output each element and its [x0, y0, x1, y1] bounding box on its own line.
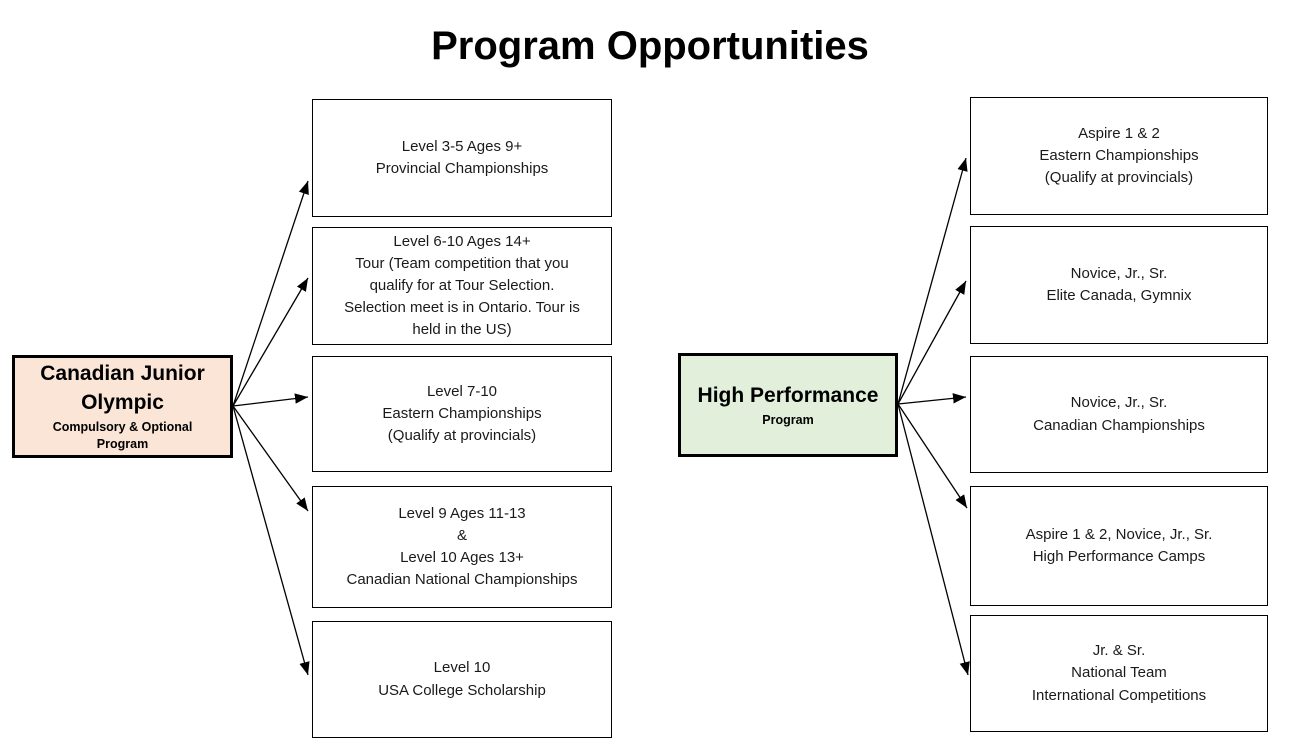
node-high-performance: High Performance Program [678, 353, 898, 457]
cjo-program-subtitle: Compulsory & Optional Program [52, 420, 193, 451]
arrow-cjo-item1 [232, 180, 309, 407]
hp-opportunity-canadian-championships: Novice, Jr., Sr. Canadian Championships [970, 356, 1268, 473]
hp-opportunity-elite-canada-gymnix: Novice, Jr., Sr. Elite Canada, Gymnix [970, 226, 1268, 344]
hp-program-name: High Performance [697, 383, 879, 407]
hp-program-subtitle: Program [762, 412, 814, 427]
hp-opportunity-eastern-championships: Aspire 1 & 2 Eastern Championships (Qual… [970, 97, 1268, 215]
arrow-cjo-item3 [232, 393, 309, 407]
arrow-cjo-item5 [232, 405, 310, 676]
hp-opportunity-high-performance-camps: Aspire 1 & 2, Novice, Jr., Sr. High Perf… [970, 486, 1268, 606]
cjo-opportunity-tour: Level 6-10 Ages 14+ Tour (Team competiti… [312, 227, 612, 345]
arrow-hp-item2 [897, 280, 967, 405]
arrow-hp-item4 [897, 403, 968, 509]
arrow-cjo-item2 [232, 277, 309, 407]
opportunity-text: Level 7-10 Eastern Championships (Qualif… [382, 382, 542, 445]
opportunity-text: Level 9 Ages 11-13 & Level 10 Ages 13+ C… [346, 504, 578, 589]
arrow-cjo-item4 [232, 405, 309, 512]
opportunity-text: Level 3-5 Ages 9+ Provincial Championshi… [375, 137, 549, 177]
opportunity-text: Aspire 1 & 2, Novice, Jr., Sr. High Perf… [1025, 525, 1213, 565]
opportunity-text: Jr. & Sr. National Team International Co… [1031, 642, 1207, 704]
arrow-hp-item3 [897, 393, 967, 405]
opportunity-text: Aspire 1 & 2 Eastern Championships (Qual… [1039, 124, 1199, 187]
cjo-opportunity-eastern-championships: Level 7-10 Eastern Championships (Qualif… [312, 356, 612, 472]
opportunity-text: Novice, Jr., Sr. Elite Canada, Gymnix [1046, 264, 1192, 304]
opportunity-text: Level 10 USA College Scholarship [378, 659, 546, 699]
hp-opportunity-national-team: Jr. & Sr. National Team International Co… [970, 615, 1268, 732]
opportunity-text: Level 6-10 Ages 14+ Tour (Team competiti… [344, 232, 580, 339]
cjo-opportunity-provincial-championships: Level 3-5 Ages 9+ Provincial Championshi… [312, 99, 612, 217]
cjo-opportunity-national-championships: Level 9 Ages 11-13 & Level 10 Ages 13+ C… [312, 486, 612, 608]
cjo-program-name: Canadian Junior Olympic [40, 362, 205, 415]
opportunity-text: Novice, Jr., Sr. Canadian Championships [1033, 394, 1205, 434]
arrow-hp-item1 [897, 157, 968, 405]
node-canadian-junior-olympic: Canadian Junior Olympic Compulsory & Opt… [12, 355, 233, 458]
page-title: Program Opportunities [431, 24, 869, 68]
cjo-opportunity-usa-college-scholarship: Level 10 USA College Scholarship [312, 621, 612, 738]
arrow-hp-item5 [897, 403, 970, 676]
